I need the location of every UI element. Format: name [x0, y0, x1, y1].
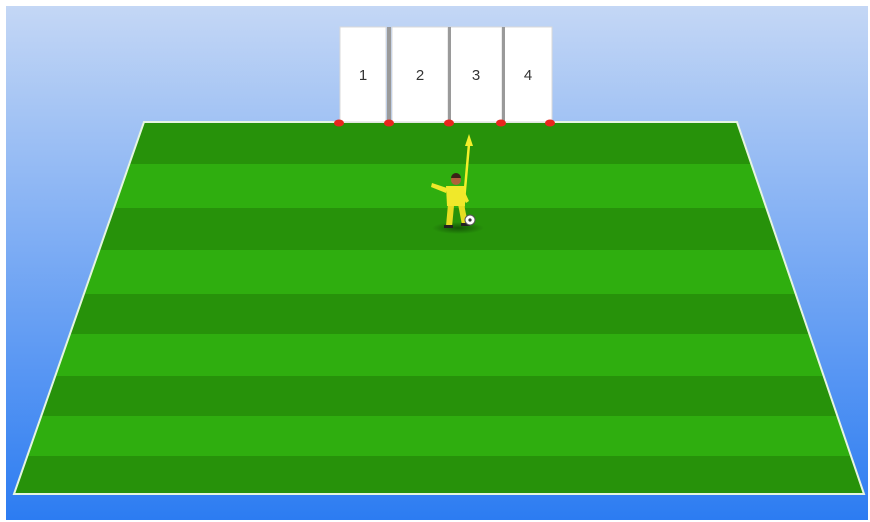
panel-divider [448, 27, 451, 122]
player-shadow [432, 222, 484, 234]
panel-divider [387, 27, 391, 122]
pitch-stripe [6, 456, 868, 494]
target-panel: 1 [340, 27, 386, 122]
pitch-stripe [6, 416, 868, 456]
pitch-stripe [6, 294, 868, 334]
target-panel: 3 [450, 27, 502, 122]
cone-marker [384, 120, 394, 127]
target-panel-number: 4 [524, 67, 532, 84]
football-icon [465, 215, 475, 225]
target-panel-number: 3 [472, 67, 480, 84]
target-panel-number: 2 [416, 67, 424, 84]
target-panel: 4 [504, 27, 552, 122]
target-panel-number: 1 [359, 67, 367, 84]
pitch-stripe [6, 250, 868, 294]
target-panel: 2 [392, 27, 448, 122]
cone-marker [444, 120, 454, 127]
cone-marker [496, 120, 506, 127]
drill-scene: 1 2 3 4 [6, 6, 868, 520]
drill-diagram: 1 2 3 4 [6, 6, 868, 520]
panel-divider [502, 27, 505, 122]
pitch-stripe [6, 376, 868, 416]
pitch-stripes [6, 122, 868, 494]
pitch-stripe [6, 334, 868, 376]
pitch [6, 122, 868, 494]
cone-marker [545, 120, 555, 127]
cone-marker [334, 120, 344, 127]
target-panels: 1 2 3 4 [340, 27, 552, 122]
